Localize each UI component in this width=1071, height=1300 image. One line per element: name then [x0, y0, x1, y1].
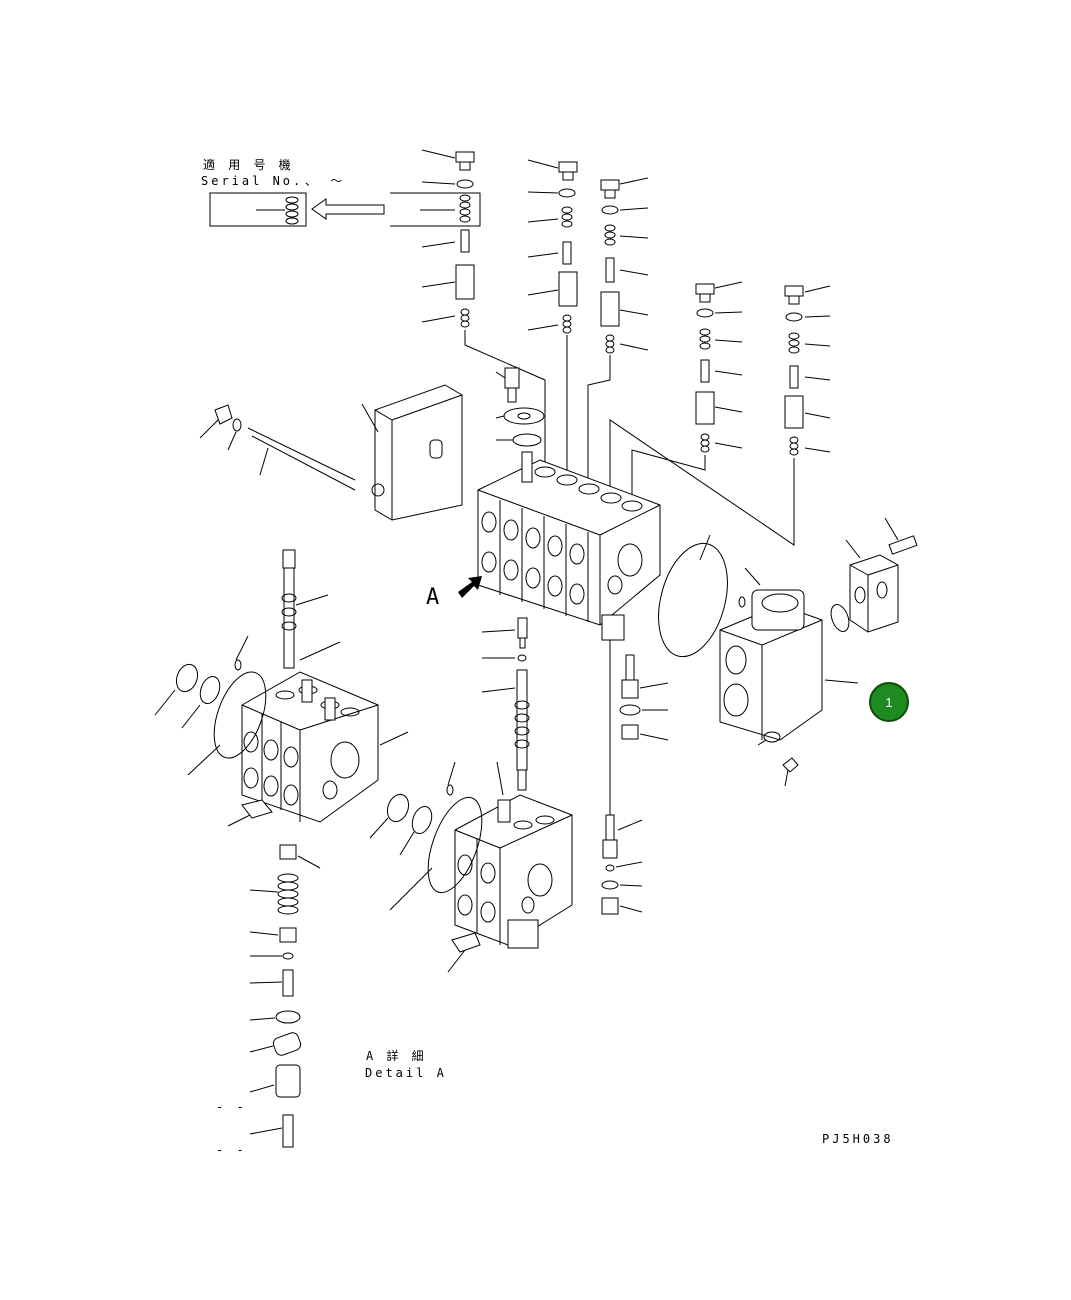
detail-arrow: [458, 576, 482, 598]
left-spool: [281, 549, 341, 669]
top-parts-column-4: [695, 281, 743, 453]
main-block-top-fittings: [495, 367, 545, 447]
detail-marker: A: [426, 585, 440, 610]
detail-label-en: Detail A: [365, 1066, 447, 1080]
inlet-section: [719, 567, 859, 741]
right-lower-parts: [601, 654, 669, 915]
left-bottom-stack: [249, 844, 321, 1148]
serial-label-jp: 適 用 号 機: [203, 158, 294, 172]
main-valve-block: [477, 451, 661, 641]
note-dash-2: - -: [216, 1143, 247, 1157]
drawing-code: PJ5H038: [822, 1132, 894, 1146]
center-spool: [481, 617, 530, 791]
left-valve-section: [154, 635, 409, 827]
lower-valve-section: [369, 761, 573, 973]
top-parts-column-2: [527, 159, 578, 334]
top-parts-column-1: [421, 149, 475, 328]
serial-range: 、 〜: [305, 174, 346, 188]
serial-callout: [209, 192, 481, 227]
inlet-nut-washer: [757, 731, 799, 787]
part-hotspot-1[interactable]: 1: [869, 682, 909, 722]
top-parts-column-5: [784, 285, 831, 456]
note-dash-1: - -: [216, 1100, 247, 1114]
assembly-guide-lines: [464, 330, 795, 820]
end-plate: [361, 384, 463, 521]
large-o-ring: [658, 542, 728, 658]
detail-label-jp: A 詳 細: [366, 1049, 427, 1063]
serial-label-en: Serial No.: [201, 174, 304, 188]
top-parts-column-3: [600, 177, 649, 354]
tie-rod: [199, 404, 356, 491]
flange-block: [830, 517, 918, 633]
